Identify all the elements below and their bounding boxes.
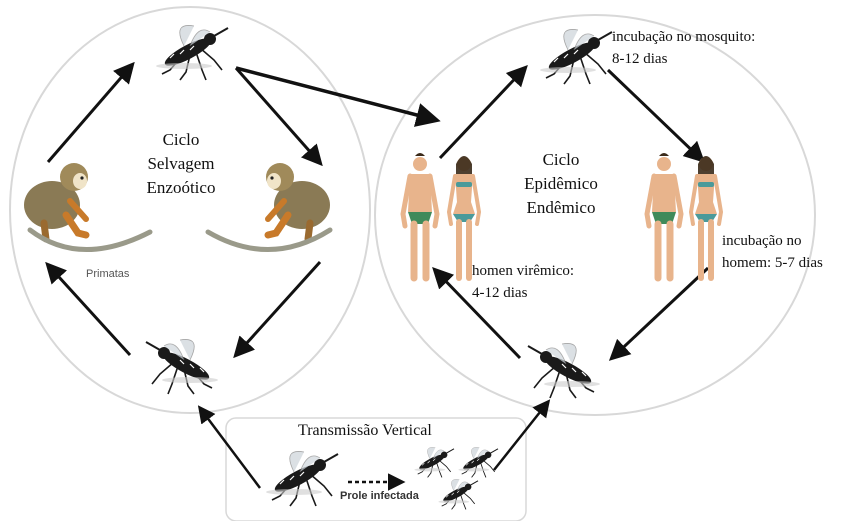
mosquito-offspring-2 bbox=[458, 447, 498, 477]
human-viremic-line1: homen virêmico: bbox=[472, 260, 574, 282]
arrow-vt-to-urban bbox=[494, 402, 548, 470]
mosquito-vertical-parent bbox=[266, 451, 338, 506]
mosquito-offspring-3 bbox=[438, 479, 478, 509]
primates-label: Primatas bbox=[86, 268, 129, 280]
mosquito-urban-bottom bbox=[528, 343, 600, 398]
mosquito-incubation-note: incubação no mosquito: 8-12 dias bbox=[612, 26, 755, 70]
human-viremic-note: homen virêmico: 4-12 dias bbox=[472, 260, 574, 304]
offspring-label: Prole infectada bbox=[340, 490, 419, 502]
human-incubation-note: incubação no homem: 5-7 dias bbox=[722, 230, 823, 274]
arrow-mosquito-to-monkey bbox=[236, 68, 320, 163]
human-woman-right bbox=[691, 156, 721, 278]
urban-title-line1: Ciclo bbox=[506, 148, 616, 172]
human-man-right bbox=[647, 153, 681, 278]
human-incubation-line2: homem: 5-7 dias bbox=[722, 252, 823, 274]
mosquito-offspring-1 bbox=[414, 447, 454, 477]
arrow-human-to-lower-mosquito bbox=[612, 268, 708, 358]
urban-title-line3: Endêmico bbox=[506, 196, 616, 220]
mosquito-urban-top bbox=[540, 29, 612, 84]
arrow-mosquito-to-human bbox=[608, 70, 702, 160]
human-incubation-line1: incubação no bbox=[722, 230, 823, 252]
arrow-monkey-to-lower-mosquito bbox=[236, 262, 320, 355]
human-viremic-line2: 4-12 dias bbox=[472, 282, 574, 304]
mosquito-sylvatic-bottom bbox=[146, 339, 218, 394]
human-man-left bbox=[403, 153, 437, 278]
sylvatic-cycle-title: Ciclo Selvagem Enzoótico bbox=[126, 128, 236, 200]
arrow-human-to-mosquito bbox=[440, 68, 525, 158]
urban-cycle-title: Ciclo Epidêmico Endêmico bbox=[506, 148, 616, 220]
sylvatic-title-line2: Selvagem bbox=[126, 152, 236, 176]
urban-title-line2: Epidêmico bbox=[506, 172, 616, 196]
vertical-transmission-title: Transmissão Vertical bbox=[298, 420, 432, 442]
sylvatic-title-line1: Ciclo bbox=[126, 128, 236, 152]
mosquito-incubation-line1: incubação no mosquito: bbox=[612, 26, 755, 48]
sylvatic-title-line3: Enzoótico bbox=[126, 176, 236, 200]
arrow-sylvatic-to-urban bbox=[236, 68, 436, 120]
mosquito-sylvatic-top bbox=[156, 25, 228, 80]
arrow-monkey-to-mosquito bbox=[48, 65, 132, 162]
mosquito-incubation-line2: 8-12 dias bbox=[612, 48, 755, 70]
